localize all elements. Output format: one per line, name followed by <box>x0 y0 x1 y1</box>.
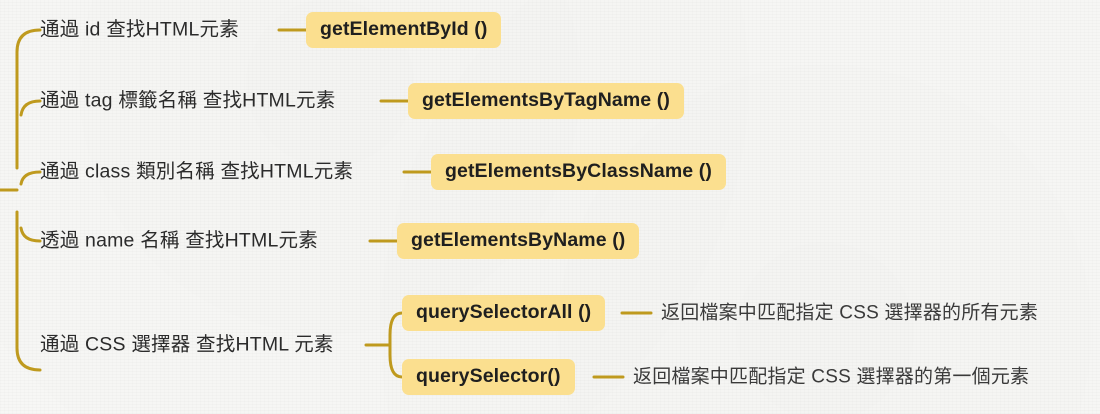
method-pill-query-selector[interactable]: querySelector() <box>402 359 575 395</box>
branch-label-by-class[interactable]: 通過 class 類別名稱 查找HTML元素 <box>40 160 354 183</box>
branch-stub-name <box>19 226 42 243</box>
branch-label-by-css[interactable]: 通過 CSS 選擇器 查找HTML 元素 <box>40 333 334 356</box>
method-pill-query-selector-all[interactable]: querySelectorAll () <box>402 295 606 331</box>
method-pill-get-elements-by-name[interactable]: getElementsByName () <box>397 223 640 259</box>
description-query-selector-all: 返回檔案中匹配指定 CSS 選擇器的所有元素 <box>661 302 1039 324</box>
method-pill-get-element-by-id[interactable]: getElementById () <box>306 12 502 48</box>
css-sub-bracket-lower <box>388 343 404 379</box>
method-pill-get-elements-by-class-name[interactable]: getElementsByClassName () <box>431 154 726 190</box>
main-trunk-line <box>15 28 42 170</box>
branch-label-by-tag[interactable]: 通過 tag 標籤名稱 查找HTML元素 <box>40 89 336 112</box>
branch-label-by-name[interactable]: 透過 name 名稱 查找HTML元素 <box>40 229 318 252</box>
branch-stub-tag <box>19 99 42 117</box>
method-pill-get-elements-by-tag-name[interactable]: getElementsByTagName () <box>408 83 684 119</box>
description-query-selector: 返回檔案中匹配指定 CSS 選擇器的第一個元素 <box>633 366 1030 388</box>
css-sub-bracket-upper <box>388 311 404 347</box>
branch-label-by-id[interactable]: 通過 id 查找HTML元素 <box>40 18 239 41</box>
main-trunk-line-lower <box>15 210 42 372</box>
branch-stub-class <box>19 170 42 186</box>
